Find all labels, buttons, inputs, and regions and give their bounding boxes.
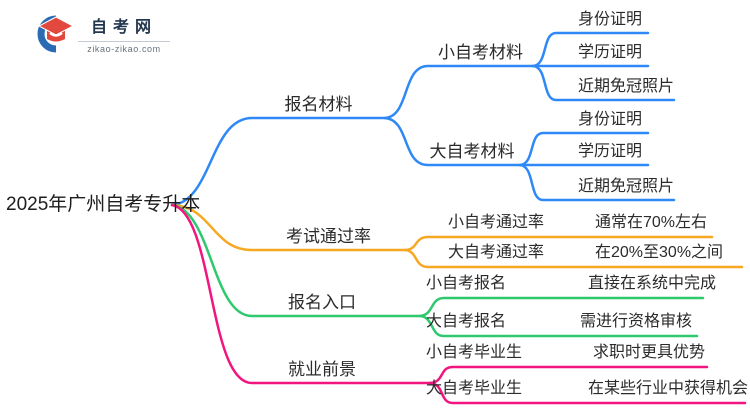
branch-materials-node[interactable]: 报名材料 <box>284 95 353 114</box>
logo-divider <box>78 41 170 42</box>
connector-small-graduates <box>428 365 709 385</box>
site-url: zikao-zikao.com <box>87 44 161 54</box>
root-node[interactable]: 2025年广州自考专升本 <box>6 194 201 215</box>
connector-materials-big <box>383 116 522 167</box>
leaf-small-id-proof[interactable]: 身份证明 <box>578 11 643 28</box>
connector-small-id-proof <box>531 31 650 68</box>
connector-root-employment <box>170 203 432 385</box>
site-name: 自考网 <box>90 19 157 36</box>
connector-root-materials <box>170 116 387 207</box>
leaf-big-id-proof[interactable]: 身份证明 <box>578 111 643 128</box>
connector-small-registration <box>418 296 705 318</box>
node-small-exam-materials[interactable]: 小自考材料 <box>438 43 523 62</box>
leaf-big-photo[interactable]: 近期免冠照片 <box>578 178 675 195</box>
leaf-big-edu-proof[interactable]: 学历证明 <box>578 143 643 160</box>
value-big-exam-registration[interactable]: 需进行资格审核 <box>580 313 693 330</box>
value-small-exam-pass-rate[interactable]: 通常在70%左右 <box>595 214 708 231</box>
connector-big-registration <box>418 314 699 338</box>
connector-materials-small <box>383 64 535 120</box>
connector-big-id-proof <box>518 131 650 167</box>
node-big-exam-registration[interactable]: 大自考报名 <box>426 313 507 330</box>
node-small-exam-pass-rate[interactable]: 小自考通过率 <box>448 214 545 231</box>
leaf-small-photo[interactable]: 近期免冠照片 <box>578 78 675 95</box>
connector-big-graduates <box>428 381 747 405</box>
value-big-exam-graduates[interactable]: 在某些行业中获得机会 <box>588 380 749 397</box>
connector-big-photo <box>518 163 676 202</box>
connector-root-registration <box>170 203 422 318</box>
site-logo: 自考网 zikao-zikao.com <box>26 8 176 60</box>
branch-pass-rate-node[interactable]: 考试通过率 <box>286 227 371 246</box>
branch-employment-node[interactable]: 就业前景 <box>288 360 356 379</box>
leaf-small-edu-proof[interactable]: 学历证明 <box>578 44 643 61</box>
graduation-cap-icon <box>37 15 74 53</box>
node-small-exam-graduates[interactable]: 小自考毕业生 <box>426 344 523 361</box>
connector-big-pass-rate <box>403 248 744 269</box>
node-small-exam-registration[interactable]: 小自考报名 <box>426 275 507 292</box>
node-big-exam-pass-rate[interactable]: 大自考通过率 <box>448 244 545 261</box>
node-big-exam-graduates[interactable]: 大自考毕业生 <box>426 380 523 397</box>
connector-small-photo <box>531 64 676 102</box>
value-big-exam-pass-rate[interactable]: 在20%至30%之间 <box>595 244 724 261</box>
node-big-exam-materials[interactable]: 大自考材料 <box>429 142 515 161</box>
branch-registration-node[interactable]: 报名入口 <box>288 293 356 312</box>
value-small-exam-graduates[interactable]: 求职时更具优势 <box>593 344 706 361</box>
connector-root-pass-rate <box>170 203 407 252</box>
value-small-exam-registration[interactable]: 直接在系统中完成 <box>588 275 717 292</box>
